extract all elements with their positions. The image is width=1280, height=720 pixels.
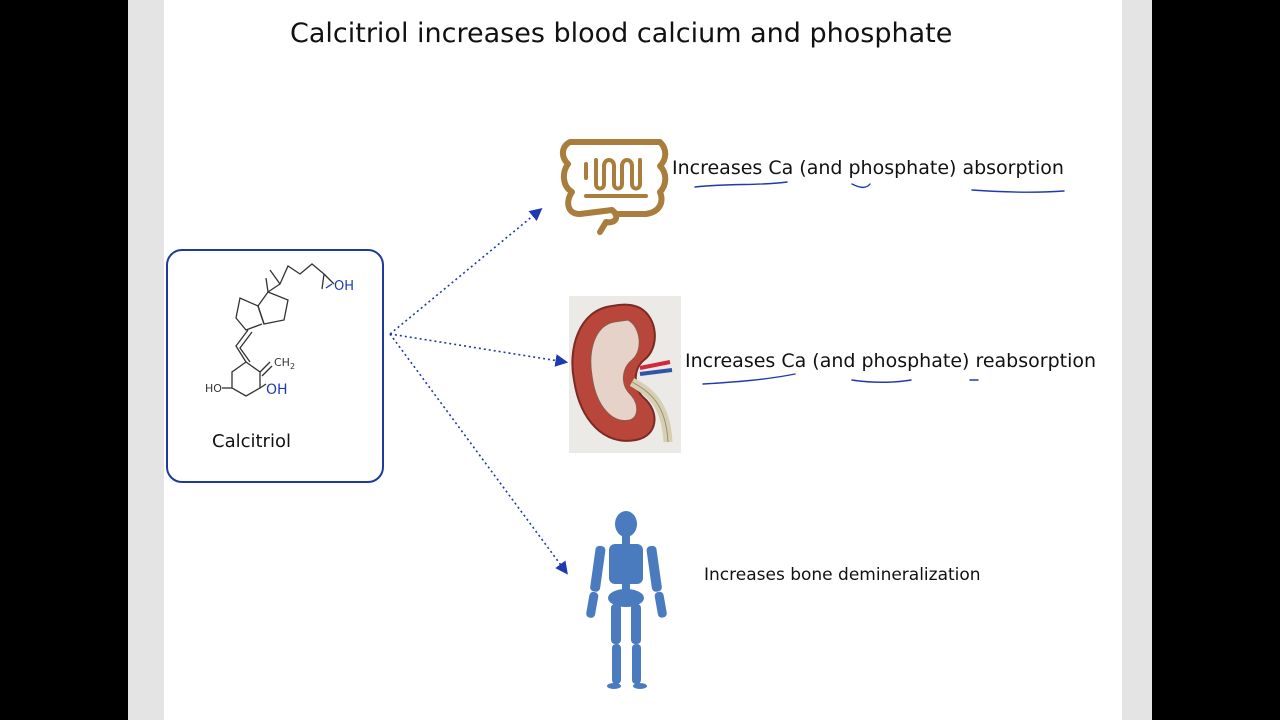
underline-phosphate-1 — [851, 183, 871, 189]
kidney-effect-label: Increases Ca (and phosphate) reabsorptio… — [685, 350, 1097, 372]
intestine-icon — [560, 139, 669, 235]
calcitriol-box — [166, 249, 384, 483]
underline-increases-ca-2 — [702, 373, 796, 385]
oh-ring-text: OH — [266, 382, 288, 398]
slide-title: Calcitriol increases blood calcium and p… — [290, 18, 953, 49]
underline-phosphate-2 — [851, 379, 912, 383]
kidney-image — [569, 296, 681, 453]
left-gutter — [128, 0, 164, 720]
arrow-to-kidney — [389, 333, 569, 367]
oh-side-chain-annotation — [325, 283, 333, 289]
skeleton-icon — [586, 511, 667, 689]
arrow-to-intestine — [389, 207, 543, 335]
ho-text: HO — [205, 382, 222, 395]
underline-absorption — [971, 189, 1065, 193]
calcitriol-label: Calcitriol — [212, 431, 291, 452]
arrows — [389, 207, 569, 575]
bone-effect-label: Increases bone demineralization — [704, 565, 981, 585]
intestine-effect-label: Increases Ca (and phosphate) absorption — [672, 157, 1064, 179]
handwritten-annotations — [694, 181, 1065, 385]
oh-side-chain-text: OH — [334, 279, 354, 294]
arrow-to-bone — [389, 333, 568, 575]
right-gutter — [1122, 0, 1152, 720]
ch2-text: CH2 — [274, 356, 295, 371]
underline-increases-ca-1 — [694, 181, 788, 188]
calcitriol-structure — [222, 263, 335, 397]
